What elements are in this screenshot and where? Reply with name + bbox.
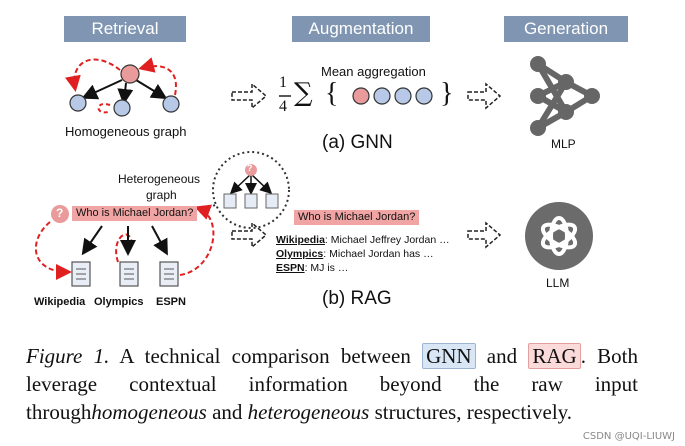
gnn-highlight: GNN [422,343,476,369]
retrieval-arc [179,204,215,276]
neighbor-node [113,99,131,117]
caption-italic: homogeneous [91,400,207,424]
figure-graphics [34,56,600,287]
retrieval-arc [34,221,72,280]
caption-italic: heterogeneous [247,400,370,424]
caption-text: and [206,400,248,424]
center-node [120,64,140,84]
question-mark-small: ? [247,163,253,173]
caption-text: and [475,344,529,368]
brace-open: { [325,78,339,109]
fraction-denominator: 4 [279,98,287,115]
header-augmentation: Augmentation [292,16,430,42]
neural-network-icon [530,56,600,136]
watermark: CSDN @UQI-LIUWJ [582,431,675,442]
query-box: Who is Michael Jordan? [72,206,198,221]
dashed-arrow [467,221,502,249]
context-source: Wikipedia [276,234,325,246]
document-icon [71,261,91,287]
question-mark: ? [56,206,64,220]
sum-symbol: ∑ [294,78,313,108]
aggregation-nodes [352,87,433,105]
rag-highlight: RAG [528,343,581,369]
dashed-arrow [231,82,268,110]
mlp-label: MLP [551,137,576,151]
header-retrieval: Retrieval [64,16,186,42]
dashed-arrow [467,82,502,110]
caption-text: structures, respectively. [369,400,573,424]
heterogeneous-graph-label: Heterogeneous [118,172,201,186]
homogeneous-graph-label: Homogeneous graph [65,124,187,139]
figure-label: Figure 1. [26,344,110,368]
aggregation-label: Mean aggregation [321,64,426,79]
neighbor-node [162,95,180,113]
context-text: : Michael Jeffrey Jordan … [324,234,450,246]
panel-label-rag: (b) RAG [322,288,392,309]
figure-caption: Figure 1. A technical comparison between… [26,342,638,426]
llm-logo-icon [525,202,593,270]
retrieval-arc [115,233,133,263]
caption-text: A technical comparison between [109,344,423,368]
context-source: Olympics [276,248,324,260]
source-label: ESPN [156,296,186,308]
context-line: ESPN: MJ is … [276,261,348,276]
dashed-arrow [231,221,268,249]
context-text: : Michael Jordan has … [323,248,434,260]
figure: Retrieval Augmentation Generation [34,16,628,309]
panel-label-gnn: (a) GNN [322,132,393,153]
mini-graph [223,164,279,209]
heterogeneous-graph-label-2: graph [146,188,177,202]
question-icon [51,205,69,223]
document-icon [119,261,139,287]
context-line: Olympics: Michael Jordan has … [276,247,434,262]
callout-circle [212,151,290,229]
caption-text: . Both leverage contextual information b… [26,344,639,424]
context-source: ESPN [276,262,305,274]
context-text: : MJ is … [304,262,349,274]
document-icon [159,261,179,287]
fraction-numerator: 1 [279,74,287,91]
llm-label: LLM [546,276,570,290]
homogeneous-graph [65,57,180,117]
neighbor-node [69,94,87,112]
source-label: Wikipedia [34,296,86,308]
brace-close: } [440,78,454,109]
context-line: Wikipedia: Michael Jeffrey Jordan … [276,233,450,248]
header-generation: Generation [504,16,628,42]
source-label: Olympics [94,296,144,308]
augmented-query-box: Who is Michael Jordan? [294,210,420,225]
